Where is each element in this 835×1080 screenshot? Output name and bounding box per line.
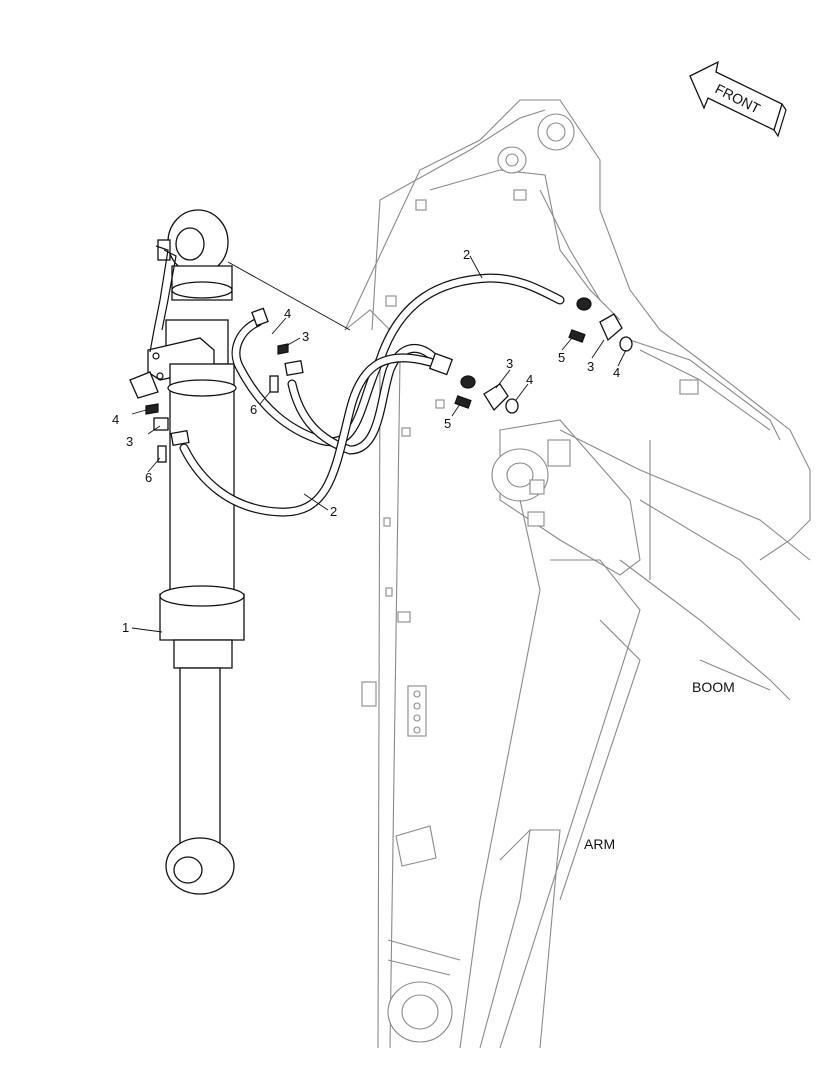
callout-labels: 1 2 2 3 3 3 3 4 4 4 4 5 5 6 6 [112, 247, 620, 635]
boom-structure [344, 99, 811, 701]
callout-1: 1 [122, 620, 129, 635]
callout-2-lower: 2 [330, 504, 337, 519]
callout-4-a: 4 [284, 306, 291, 321]
callout-3-b: 3 [126, 434, 133, 449]
hydraulic-hoses [179, 273, 565, 517]
callout-4-b: 4 [112, 412, 119, 427]
callout-3-a: 3 [302, 329, 309, 344]
arm-structure [344, 199, 641, 1049]
callout-6-a: 6 [250, 402, 257, 417]
callout-4-c: 4 [526, 372, 533, 387]
front-arrow-icon: FRONT [689, 60, 787, 138]
hydraulic-cylinder [129, 209, 245, 895]
callout-2-upper: 2 [463, 247, 470, 262]
callout-3-c: 3 [506, 356, 513, 371]
callout-6-b: 6 [145, 470, 152, 485]
arm-label: ARM [584, 836, 615, 852]
callout-5-a: 5 [444, 416, 451, 431]
fittings [145, 297, 633, 463]
callout-5-b: 5 [558, 350, 565, 365]
callout-3-d: 3 [587, 359, 594, 374]
callout-4-d: 4 [613, 365, 620, 380]
leader-lines [131, 255, 627, 633]
boom-label: BOOM [692, 679, 735, 695]
